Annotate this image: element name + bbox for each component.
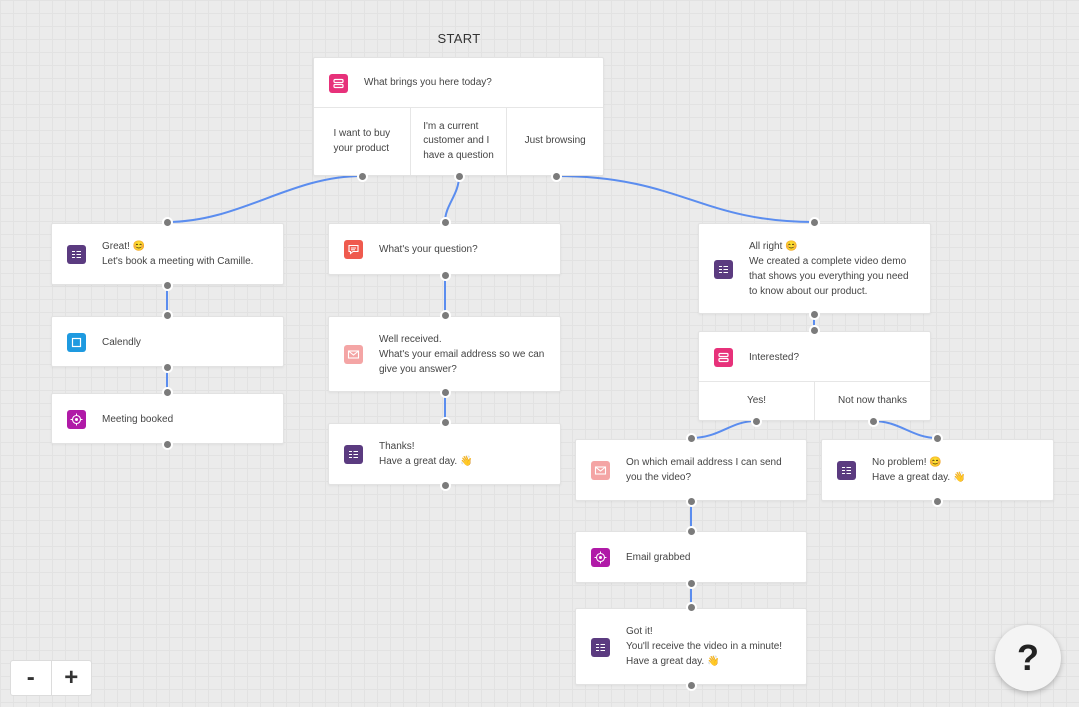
node-all-right[interactable]: All right 😊 We created a complete video … [698,223,931,314]
connector-handle[interactable] [550,170,562,182]
node-text: Thanks! Have a great day. 👋 [379,441,473,467]
node-great[interactable]: Great! 😊 Let's book a meeting with Camil… [51,223,284,285]
choice-just-browsing[interactable]: Just browsing [506,108,603,175]
zoom-out-button[interactable]: - [11,661,51,695]
email-icon [344,345,363,364]
node-calendly[interactable]: Calendly [51,316,284,367]
connector-handle[interactable] [685,601,697,613]
node-text: No problem! 😊 Have a great day. 👋 [872,457,966,483]
node-text: Calendly [102,337,141,348]
node-text: What brings you here today? [364,77,492,88]
choice-yes[interactable]: Yes! [746,394,767,406]
connector-handle[interactable] [750,415,762,427]
node-text: Got it! You'll receive the video in a mi… [626,626,783,667]
node-text: All right 😊 We created a complete video … [749,241,909,297]
message-icon [344,445,363,464]
connector-handle[interactable] [439,216,451,228]
node-text: Interested? [749,352,800,363]
connector-handle[interactable] [931,495,943,507]
zoom-in-button[interactable]: + [50,661,92,695]
goal-icon [67,410,86,429]
connector-handle[interactable] [439,269,451,281]
question-icon [344,240,363,259]
connector-handle[interactable] [161,438,173,450]
choice-buy-product[interactable]: I want to buy your product [333,128,391,154]
connector-handle[interactable] [439,386,451,398]
node-thanks[interactable]: Thanks! Have a great day. 👋 [328,423,561,485]
connector-handle[interactable] [867,415,879,427]
connector-handle[interactable] [161,216,173,228]
message-icon [837,461,856,480]
connector-handle[interactable] [685,432,697,444]
connector-handle[interactable] [453,170,465,182]
node-text: On which email address I can send you th… [626,457,782,483]
node-which-email[interactable]: On which email address I can send you th… [575,439,807,501]
message-icon [591,638,610,657]
help-icon: ? [1017,637,1039,678]
connector-handle[interactable] [808,216,820,228]
node-text: What's your question? [379,244,478,255]
connector-handle[interactable] [161,361,173,373]
choice-current-customer[interactable]: I'm a current customer and I have a ques… [409,108,507,175]
start-label: START [437,31,481,46]
choice-icon [329,74,348,93]
message-icon [67,245,86,264]
connector-line [444,175,460,223]
help-button[interactable]: ? [995,625,1061,691]
connector-handle[interactable] [685,495,697,507]
node-interested[interactable]: Interested? Yes! Not now thanks [698,331,931,421]
connector-line [555,175,815,223]
connector-line [166,175,363,223]
connector-handle[interactable] [685,525,697,537]
email-icon [591,461,610,480]
connector-handle[interactable] [439,416,451,428]
node-got-it[interactable]: Got it! You'll receive the video in a mi… [575,608,807,685]
choice-icon [714,348,733,367]
connector-handle[interactable] [161,279,173,291]
connector-handle[interactable] [808,308,820,320]
node-what-brings-you[interactable]: What brings you here today? I want to bu… [313,57,604,176]
node-text: Meeting booked [102,414,174,425]
message-icon [714,260,733,279]
connector-handle[interactable] [439,309,451,321]
connector-handle[interactable] [161,386,173,398]
connector-handle[interactable] [161,309,173,321]
connector-handle[interactable] [356,170,368,182]
calendly-icon [67,333,86,352]
connector-line [872,420,938,439]
node-text: Email grabbed [626,552,691,563]
connector-handle[interactable] [685,679,697,691]
node-well-received[interactable]: Well received. What's your email address… [328,316,561,392]
connector-handle[interactable] [439,479,451,491]
connector-handle[interactable] [931,432,943,444]
goal-icon [591,548,610,567]
connector-handle[interactable] [685,577,697,589]
connector-handle[interactable] [808,324,820,336]
choice-not-now[interactable]: Not now thanks [814,382,930,420]
node-email-grabbed[interactable]: Email grabbed [575,531,807,583]
node-text: Great! 😊 Let's book a meeting with Camil… [102,241,254,267]
node-no-problem[interactable]: No problem! 😊 Have a great day. 👋 [821,439,1054,501]
node-meeting-booked[interactable]: Meeting booked [51,393,284,444]
connector-line [690,420,757,439]
zoom-controls: - + [10,660,92,696]
node-your-question[interactable]: What's your question? [328,223,561,275]
node-text: Well received. What's your email address… [379,334,545,375]
